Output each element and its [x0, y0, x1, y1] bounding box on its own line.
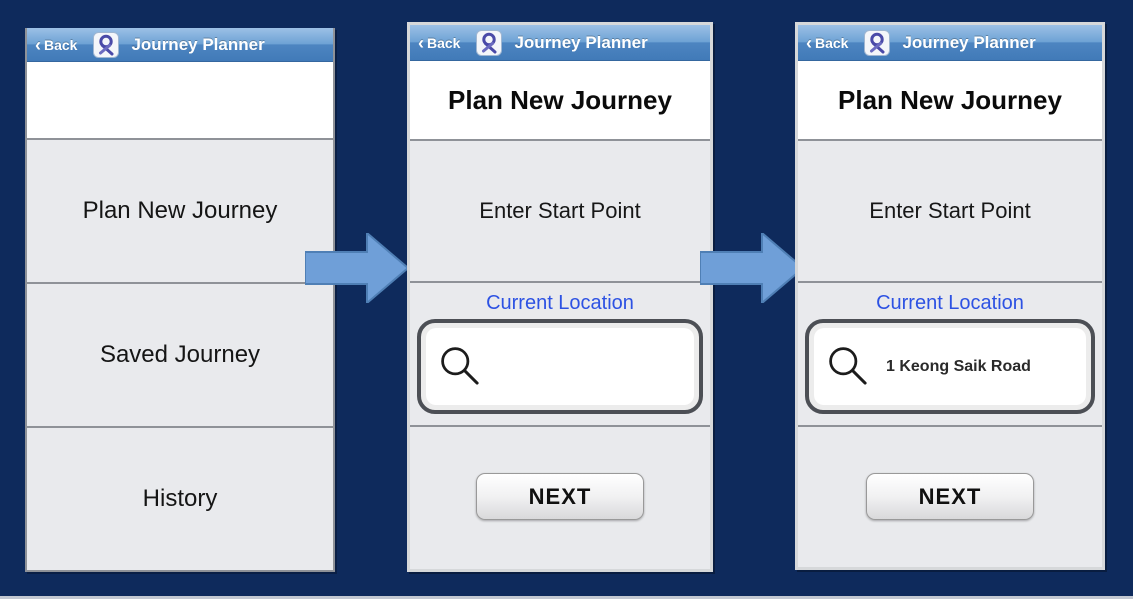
search-field-inner: 1 Keong Saik Road	[814, 328, 1086, 405]
start-point-search-field[interactable]	[417, 319, 703, 414]
back-button-label: Back	[427, 34, 461, 51]
start-point-section: Current Location 1 Keong Saik Road	[798, 281, 1102, 425]
current-location-link[interactable]: Current Location	[486, 292, 634, 314]
nav-bar: ‹ Back Journey Planner	[798, 25, 1102, 61]
flow-arrow-right-icon	[700, 233, 803, 303]
menu-item-history[interactable]: History	[27, 426, 333, 570]
back-button[interactable]: ‹ Back	[35, 34, 78, 55]
next-button[interactable]: NEXT	[476, 473, 644, 520]
back-button-label: Back	[815, 34, 849, 51]
enter-start-point-label: Enter Start Point	[798, 139, 1102, 281]
back-chevron-icon: ‹	[806, 32, 812, 53]
back-button-label: Back	[44, 36, 78, 53]
search-field-inner	[426, 328, 694, 405]
nav-bar: ‹ Back Journey Planner	[27, 28, 333, 62]
header-spacer-band	[27, 62, 333, 138]
app-ribbon-logo-icon	[476, 29, 503, 56]
menu-item-saved-journey[interactable]: Saved Journey	[27, 282, 333, 426]
enter-start-point-label: Enter Start Point	[410, 139, 710, 281]
screen-plan-new-journey-filled: ‹ Back Journey Planner Plan New Journey …	[795, 22, 1105, 570]
search-field-value: 1 Keong Saik Road	[886, 357, 1031, 375]
magnifier-icon	[441, 346, 479, 385]
app-ribbon-logo-icon	[93, 31, 120, 58]
actions-section: NEXT	[410, 425, 710, 569]
menu-item-plan-new-journey[interactable]: Plan New Journey	[27, 138, 333, 282]
back-chevron-icon: ‹	[418, 32, 424, 53]
nav-bar-title: Journey Planner	[902, 32, 1036, 52]
page-title: Plan New Journey	[410, 61, 710, 139]
magnifier-icon	[829, 346, 867, 385]
back-button[interactable]: ‹ Back	[418, 32, 461, 53]
nav-bar-title: Journey Planner	[131, 34, 265, 54]
back-button[interactable]: ‹ Back	[806, 32, 849, 53]
bottom-edge-strip	[0, 596, 1133, 599]
current-location-link[interactable]: Current Location	[876, 292, 1024, 314]
actions-section: NEXT	[798, 425, 1102, 567]
nav-bar-title: Journey Planner	[514, 32, 648, 52]
screen-main-menu: ‹ Back Journey Planner Plan New Journey …	[25, 28, 335, 572]
app-ribbon-logo-icon	[864, 29, 891, 56]
screen-plan-new-journey-empty: ‹ Back Journey Planner Plan New Journey …	[407, 22, 713, 572]
back-chevron-icon: ‹	[35, 34, 41, 55]
flow-arrow-right-icon	[305, 233, 408, 303]
next-button[interactable]: NEXT	[866, 473, 1034, 520]
page-title: Plan New Journey	[798, 61, 1102, 139]
start-point-section: Current Location	[410, 281, 710, 425]
nav-bar: ‹ Back Journey Planner	[410, 25, 710, 61]
start-point-search-field[interactable]: 1 Keong Saik Road	[805, 319, 1095, 414]
